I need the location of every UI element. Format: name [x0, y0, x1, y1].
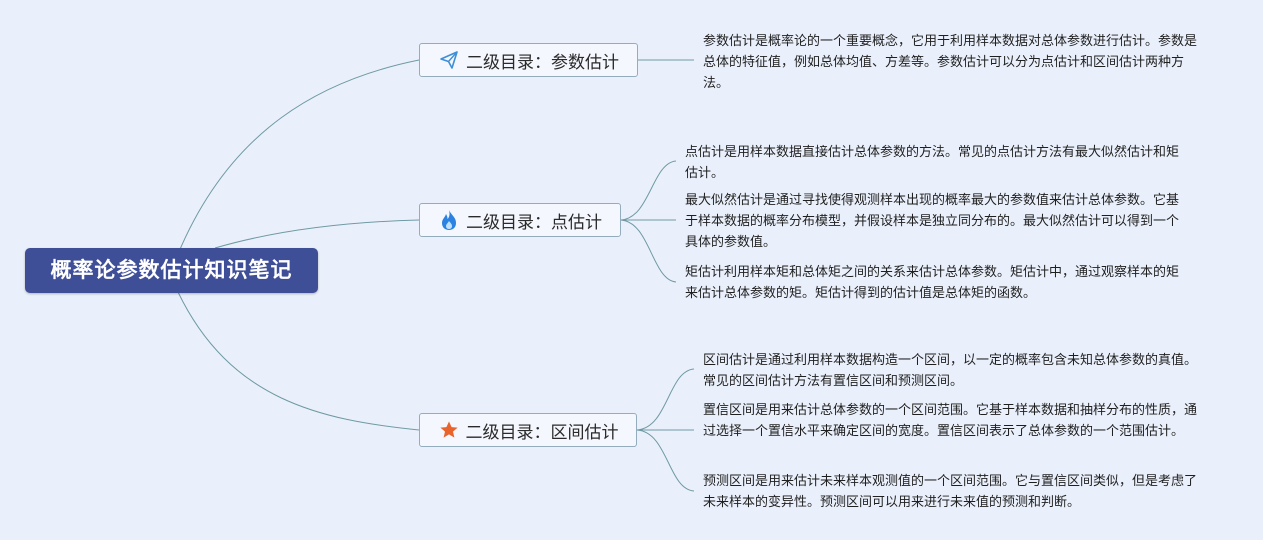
connector-root-to-branch-2: [214, 219, 420, 249]
connector-branch-2-to-note-3: [620, 219, 677, 283]
star-icon: [438, 419, 460, 441]
note-point-estimation-definition[interactable]: 点估计是用样本数据直接估计总体参数的方法。常见的点估计方法有最大似然估计和矩估计…: [685, 145, 1180, 181]
note-confidence-interval[interactable]: 置信区间是用来估计总体参数的一个区间范围。它基于样本数据和抽样分布的性质，通过选…: [703, 403, 1198, 439]
connector-root-to-branch-1: [177, 59, 420, 255]
note-parameter-estimation-definition[interactable]: 参数估计是概率论的一个重要概念，它用于利用样本数据对总体参数进行估计。参数是总体…: [703, 34, 1198, 91]
branch-label: 二级目录：参数估计: [466, 52, 619, 73]
connector-branch-2-to-note-1: [620, 160, 677, 221]
note-interval-estimation-definition[interactable]: 区间估计是通过利用样本数据构造一个区间，以一定的概率包含未知总体参数的真值。常见…: [703, 353, 1198, 389]
branch-point-estimation[interactable]: 二级目录：点估计: [419, 203, 621, 237]
connector-branch-3-to-note-1: [636, 368, 695, 431]
connector-root-to-branch-3: [177, 291, 420, 431]
branch-label: 二级目录：区间估计: [465, 422, 619, 443]
flame-icon: [438, 209, 460, 231]
note-method-of-moments[interactable]: 矩估计利用样本矩和总体矩之间的关系来估计总体参数。矩估计中，通过观察样本的矩来估…: [685, 265, 1180, 301]
note-maximum-likelihood[interactable]: 最大似然估计是通过寻找使得观测样本出现的概率最大的参数值来估计总体参数。它基于样…: [685, 193, 1180, 250]
root-topic[interactable]: 概率论参数估计知识笔记: [25, 248, 318, 293]
connector-branch-3-to-note-3: [636, 429, 695, 492]
paper-plane-icon: [438, 49, 460, 71]
branch-parameter-estimation[interactable]: 二级目录：参数估计: [419, 43, 638, 77]
note-prediction-interval[interactable]: 预测区间是用来估计未来样本观测值的一个区间范围。它与置信区间类似，但是考虑了未来…: [703, 474, 1198, 510]
branch-label: 二级目录：点估计: [466, 212, 602, 233]
branch-interval-estimation[interactable]: 二级目录：区间估计: [419, 413, 637, 447]
